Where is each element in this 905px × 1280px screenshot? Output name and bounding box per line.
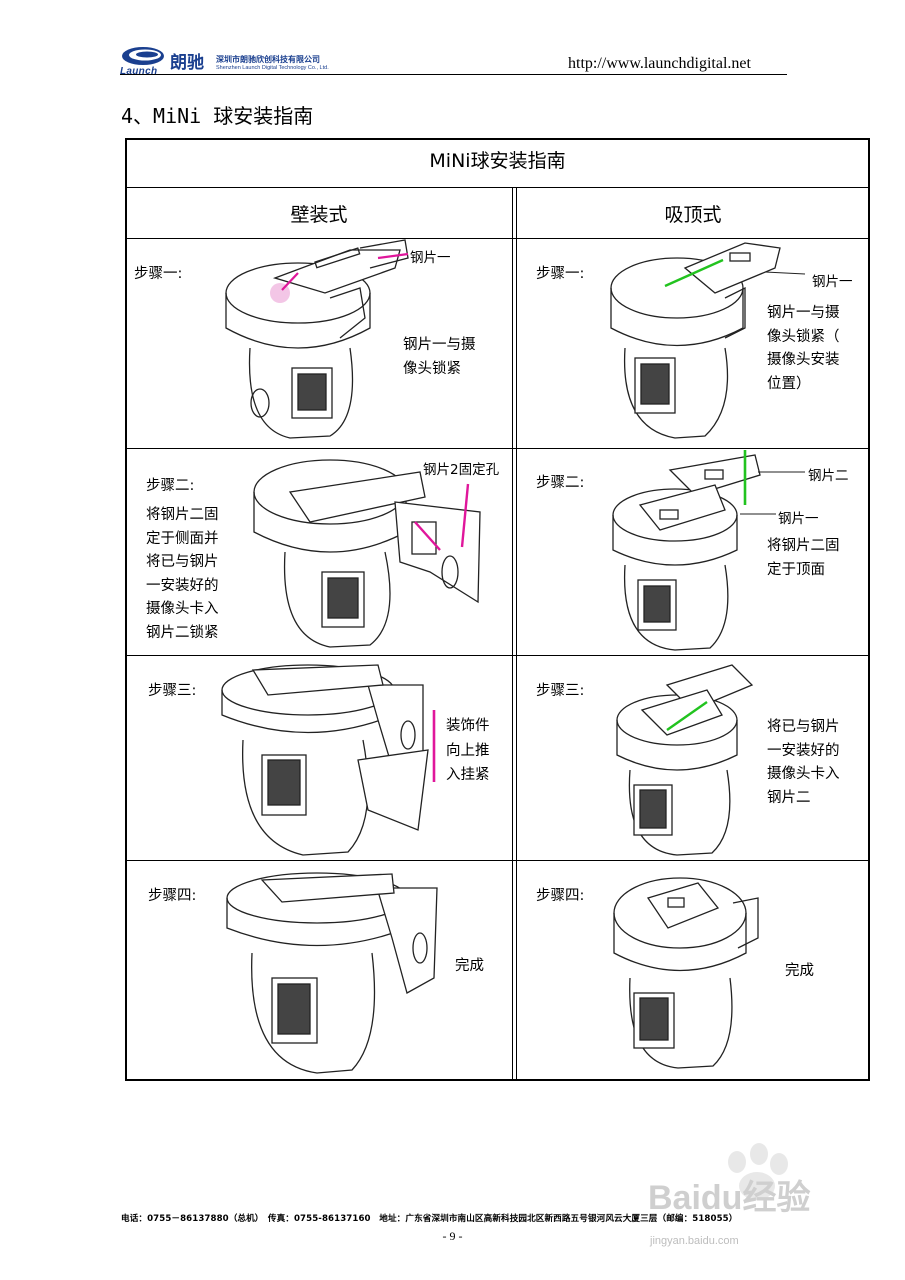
column-header-ceiling: 吸顶式: [664, 204, 722, 226]
table-divider: [125, 448, 870, 449]
ceiling-step-4-note: 完成: [785, 963, 814, 979]
note-line: 一安装好的: [146, 577, 219, 594]
note-line: 钢片二: [767, 789, 811, 806]
wall-step-4-camera-illustration: [226, 872, 438, 1074]
footer-contact: 电话：0755－86137880（总机） 传真：0755-86137160 地址…: [121, 1214, 738, 1224]
wall-step-1-note: 钢片一与摄 像头锁紧: [403, 334, 476, 381]
ceiling-step-2-callout-plate2: 钢片二: [808, 468, 849, 484]
install-guide-table: [125, 138, 870, 1081]
logo-chinese-name: 朗驰: [170, 53, 204, 73]
wall-step-3-note: 装饰件 向上推 入挂紧: [446, 714, 490, 788]
column-header-wall: 壁装式: [290, 204, 348, 226]
header-divider: [120, 74, 787, 75]
wall-step-1-label: 步骤一:: [134, 266, 183, 282]
ceiling-step-1-note: 钢片一与摄 像头锁紧（ 摄像头安装 位置）: [767, 302, 840, 396]
note-line: 像头锁紧: [403, 360, 461, 377]
logo-swoosh-icon: [122, 47, 164, 65]
ceiling-step-3-label: 步骤三:: [536, 683, 585, 699]
note-line: 定于顶面: [767, 561, 825, 578]
ceiling-step-1-camera-illustration: [610, 242, 806, 439]
baidu-paw-watermark-icon: [728, 1143, 788, 1200]
wall-step-3-push-marker: [432, 710, 436, 782]
wall-step-3-label: 步骤三:: [148, 683, 197, 699]
company-logo: Launch 朗驰 深圳市朗驰欣创科技有限公司 Shenzhen Launch …: [120, 44, 380, 78]
watermark-url: jingyan.baidu.com: [650, 1235, 739, 1247]
note-line: 摄像头卡入: [146, 601, 219, 617]
wall-step-2-callout: 钢片2固定孔: [423, 462, 500, 478]
wall-step-1-camera-illustration: [225, 239, 409, 439]
table-divider: [125, 655, 870, 656]
note-line: 钢片二锁紧: [146, 624, 219, 641]
logo-wordmark: Launch: [120, 66, 158, 77]
wall-step-2-note: 将钢片二固 定于侧面并 将已与钢片 一安装好的 摄像头卡入 钢片二锁紧: [146, 504, 219, 645]
watermark-brand: Baidu经验: [648, 1179, 811, 1217]
ceiling-step-4-label: 步骤四:: [536, 888, 585, 904]
note-line: 将已与钢片: [767, 719, 840, 735]
wall-step-2-label: 步骤二:: [146, 478, 195, 494]
note-line: 钢片一与摄: [767, 305, 840, 321]
table-divider: [125, 860, 870, 861]
note-line: 钢片一与摄: [403, 337, 476, 353]
note-line: 将钢片二固: [767, 538, 840, 554]
table-column-divider: [512, 188, 513, 1080]
note-line: 向上推: [446, 742, 490, 759]
section-title: 4、MiNi 球安装指南: [121, 104, 314, 128]
note-line: 位置）: [767, 375, 811, 392]
note-line: 入挂紧: [446, 767, 490, 783]
note-line: 像头锁紧（: [767, 328, 840, 345]
note-line: 将已与钢片: [146, 554, 219, 570]
wall-step-1-callout: 钢片一: [410, 250, 451, 266]
ceiling-step-2-callout-plate1: 钢片一: [778, 511, 819, 527]
ceiling-step-1-label: 步骤一:: [536, 266, 585, 282]
table-column-divider: [516, 188, 517, 1080]
wall-step-3-camera-illustration: [221, 664, 429, 856]
ceiling-step-2-label: 步骤二:: [536, 475, 585, 491]
wall-step-4-label: 步骤四:: [148, 888, 197, 904]
note-line: 摄像头安装: [767, 352, 840, 368]
table-divider: [125, 187, 870, 188]
ceiling-step-2-note: 将钢片二固 定于顶面: [767, 535, 840, 582]
company-name-cn: 深圳市朗驰欣创科技有限公司: [216, 55, 320, 64]
note-line: 将钢片二固: [146, 507, 219, 523]
note-line: 定于侧面并: [146, 530, 219, 547]
ceiling-step-4-camera-illustration: [613, 877, 759, 1069]
note-line: 摄像头卡入: [767, 766, 840, 782]
ceiling-step-2-camera-illustration: [612, 450, 805, 651]
note-line: 装饰件: [446, 718, 490, 734]
table-divider: [125, 238, 870, 239]
company-name-en: Shenzhen Launch Digital Technology Co., …: [216, 65, 329, 71]
ceiling-step-1-callout: 钢片一: [812, 274, 853, 290]
ceiling-step-3-camera-illustration: [616, 664, 754, 856]
wall-step-4-note: 完成: [455, 958, 484, 974]
ceiling-step-3-note: 将已与钢片 一安装好的 摄像头卡入 钢片二: [767, 716, 840, 810]
header-url: http://www.launchdigital.net: [568, 55, 751, 72]
table-title: MiNi球安装指南: [429, 150, 566, 172]
wall-step-2-camera-illustration: [253, 459, 481, 648]
note-line: 一安装好的: [767, 742, 840, 759]
page-number: - 9 -: [442, 1229, 463, 1243]
